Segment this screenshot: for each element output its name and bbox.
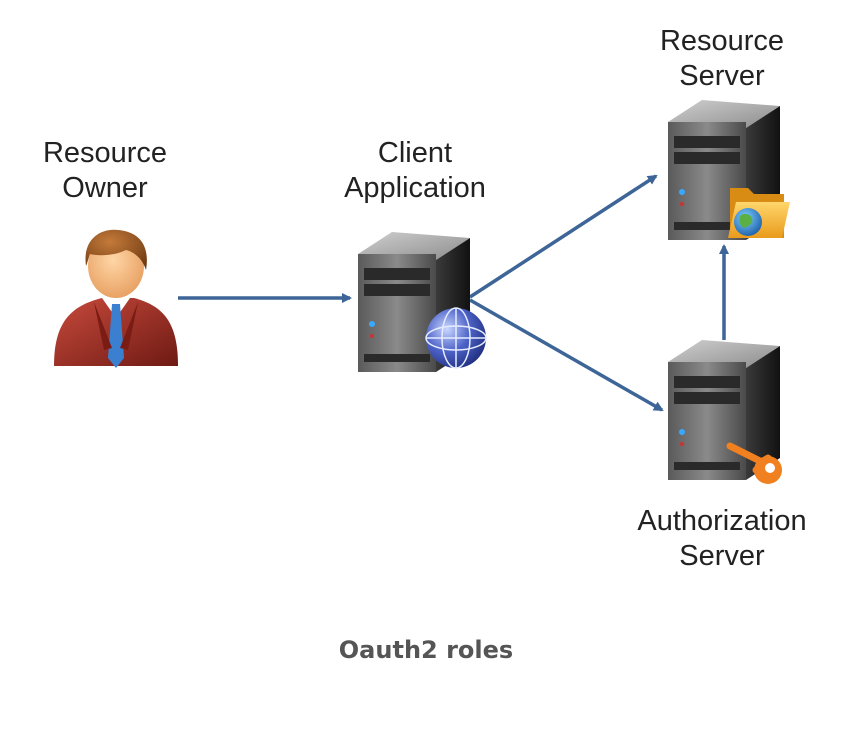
arrow-client-to-authorization-server bbox=[469, 298, 664, 412]
resource-server-label-line1: Resource bbox=[659, 25, 785, 57]
person-icon bbox=[54, 229, 178, 368]
server-key-icon bbox=[668, 340, 782, 484]
resource-owner-label-line1: Resource bbox=[42, 137, 168, 169]
resource-owner-label-line2: Owner bbox=[62, 172, 148, 204]
authorization-server-label: Authorization Server bbox=[612, 504, 832, 574]
diagram-caption: Oauth2 roles bbox=[338, 636, 514, 664]
server-folder-icon bbox=[668, 100, 790, 240]
resource-server-label-line2: Server bbox=[679, 60, 765, 92]
authorization-server-label-line1: Authorization bbox=[637, 505, 807, 537]
server-globe-icon bbox=[358, 232, 487, 372]
authorization-server-label-line2: Server bbox=[679, 540, 765, 572]
resource-owner-label: Resource Owner bbox=[20, 136, 190, 206]
resource-server-label: Resource Server bbox=[632, 24, 812, 94]
arrows bbox=[178, 174, 729, 412]
arrow-client-to-resource-server bbox=[469, 174, 658, 299]
client-application-label: Client Application bbox=[320, 136, 510, 206]
client-application-label-line2: Application bbox=[344, 172, 486, 204]
client-application-label-line1: Client bbox=[377, 137, 453, 169]
